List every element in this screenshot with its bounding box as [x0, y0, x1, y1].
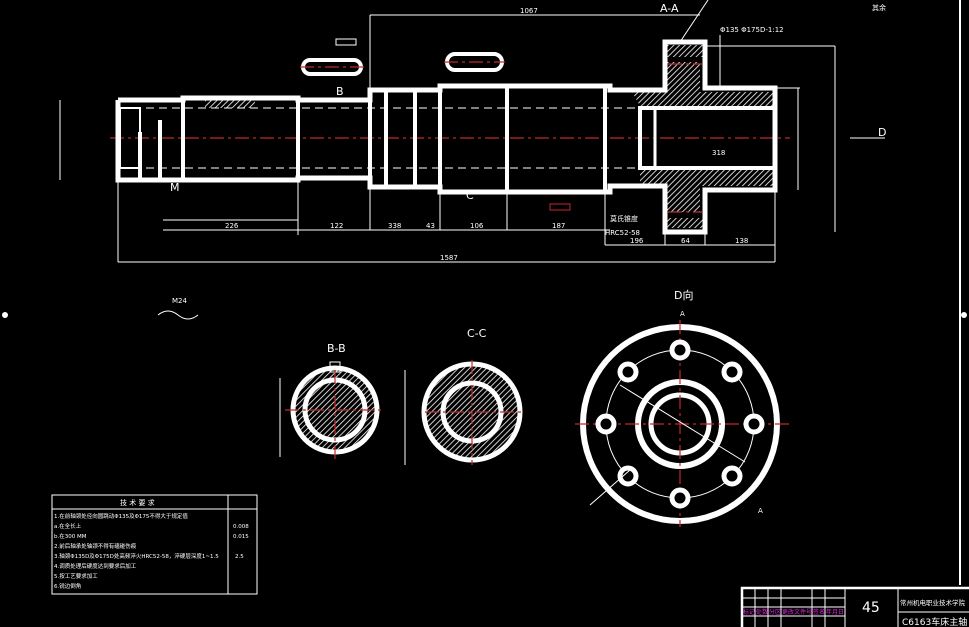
requirement-line: 3.轴颈Φ135D及Φ175D处高频淬火HRC52-58，淬硬层深度1~1.5: [54, 552, 219, 560]
requirement-line: 5.按工艺要求加工: [54, 572, 98, 580]
school-name: 常州机电职业技术学院: [900, 598, 966, 607]
taper-note-2: HRC52-58: [605, 229, 640, 237]
requirement-line: 2.前后轴承处轴颈不得有磕碰伤痕: [54, 542, 137, 550]
dim-lower-5: 106: [470, 222, 484, 230]
dim-right-1: 196: [630, 237, 644, 245]
section-a-marker-top: A: [680, 310, 685, 318]
thread-detail: [157, 310, 199, 320]
section-c-marker: C: [466, 189, 474, 202]
requirement-value: 0.015: [233, 534, 249, 540]
title-block-label: 分区: [769, 608, 781, 616]
section-aa-label: A-A: [660, 2, 679, 15]
dim-bore-depth: 318: [712, 149, 725, 157]
title-block: 标记 处数 分区 更改文件号 签名 年月日 45 常州机电职业技术学院 C616…: [740, 586, 969, 627]
dim-right-2: 64: [681, 237, 690, 245]
section-b-marker: B: [336, 85, 344, 98]
section-bb-view: B-B: [279, 342, 385, 460]
section-cc-view: C-C: [404, 327, 525, 465]
section-bb-label: B-B: [327, 342, 346, 355]
shaft-main-view: [59, 0, 885, 263]
requirement-line: b.在300 MM: [54, 532, 87, 540]
requirement-line: a.在全长上: [54, 522, 82, 530]
requirement-value: 0.008: [233, 524, 249, 530]
requirement-value: 2.5: [235, 554, 244, 560]
thread-label: M24: [172, 297, 187, 305]
dim-lower-2: 122: [330, 222, 343, 230]
section-m-marker: M: [170, 181, 180, 194]
requirement-line: 6.锐边倒角: [54, 582, 81, 590]
dim-lower-6: 187: [552, 222, 565, 230]
dim-lower-1: 226: [225, 222, 239, 230]
title-block-label: 年月日: [826, 608, 844, 616]
drawing-frame: [2, 0, 967, 585]
view-d: D向 A A: [575, 288, 790, 527]
material-value: 45: [862, 600, 880, 616]
tech-requirements-title: 技 术 要 求: [120, 498, 155, 507]
spline-note: Φ135 Φ175D-1:12: [720, 26, 784, 34]
dim-lower-4: 43: [426, 222, 435, 230]
tech-requirements-table: 技 术 要 求 1.在前轴颈处径向圆跳动Φ135及Φ175不得大于规定值 a.在…: [51, 494, 258, 595]
requirement-line: 1.在前轴颈处径向圆跳动Φ135及Φ175不得大于规定值: [54, 512, 188, 520]
title-block-label: 处数: [756, 608, 768, 616]
taper-note-1: 莫氏锥度: [610, 214, 638, 223]
dim-top-overall: 1067: [520, 7, 538, 15]
section-cc-label: C-C: [467, 327, 487, 340]
view-d-marker: D: [878, 126, 886, 139]
dim-right-3: 138: [735, 237, 748, 245]
requirement-line: 4.调质处理后硬度达到要求后加工: [54, 562, 137, 570]
title-block-label: 更改文件号: [782, 608, 812, 616]
dim-lower-3: 338: [388, 222, 401, 230]
section-a-marker-bottom: A: [758, 507, 763, 515]
view-d-label: D向: [674, 288, 693, 302]
part-name: C6163车床主轴: [902, 616, 967, 627]
roughness-note: 其余: [872, 3, 886, 12]
title-block-label: 签名: [813, 608, 825, 616]
title-block-label: 标记: [743, 608, 755, 616]
dim-total-length: 1587: [440, 254, 458, 262]
